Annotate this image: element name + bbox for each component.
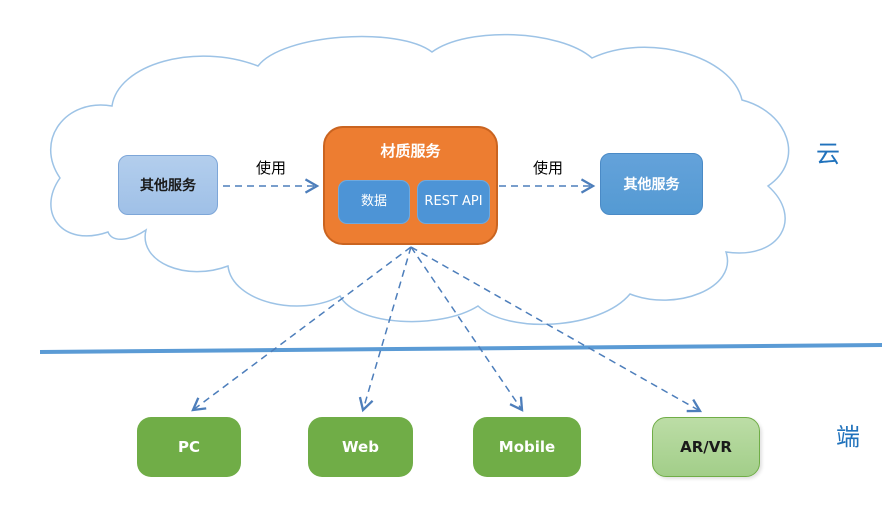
rest-api-box-label: REST API (424, 193, 483, 209)
material-service-title: 材质服务 (380, 142, 441, 160)
divider-line (39, 343, 883, 354)
client-box-mobile: Mobile (473, 417, 581, 477)
other-service-box-left: 其他服务 (118, 155, 218, 215)
client-zone-label: 端 (836, 423, 860, 451)
fan-arrow-pc (191, 246, 412, 412)
cloud-outline (49, 33, 790, 326)
cloud-zone-label: 云 (816, 140, 840, 168)
fan-arrow-web (358, 246, 412, 413)
other-service-left-label: 其他服务 (140, 178, 196, 194)
other-service-box-right: 其他服务 (600, 153, 703, 215)
other-service-right-label: 其他服务 (623, 177, 680, 193)
usage-label-left: 使用 (255, 159, 286, 177)
client-box-arvr: AR/VR (652, 417, 760, 477)
fan-arrow-mobile (410, 246, 524, 412)
client-box-pc: PC (137, 417, 241, 477)
client-arvr-label: AR/VR (680, 438, 732, 456)
data-box: 数据 (338, 180, 410, 224)
fan-arrow-arvr (410, 246, 703, 413)
data-box-label: 数据 (360, 193, 387, 209)
client-mobile-label: Mobile (498, 438, 556, 456)
client-box-web: Web (308, 417, 413, 477)
rest-api-box: REST API (417, 180, 490, 224)
client-pc-label: PC (177, 438, 200, 456)
usage-label-right: 使用 (532, 159, 563, 177)
material-service-box: 材质服务 数据 REST API (323, 126, 498, 245)
client-web-label: Web (342, 438, 379, 456)
